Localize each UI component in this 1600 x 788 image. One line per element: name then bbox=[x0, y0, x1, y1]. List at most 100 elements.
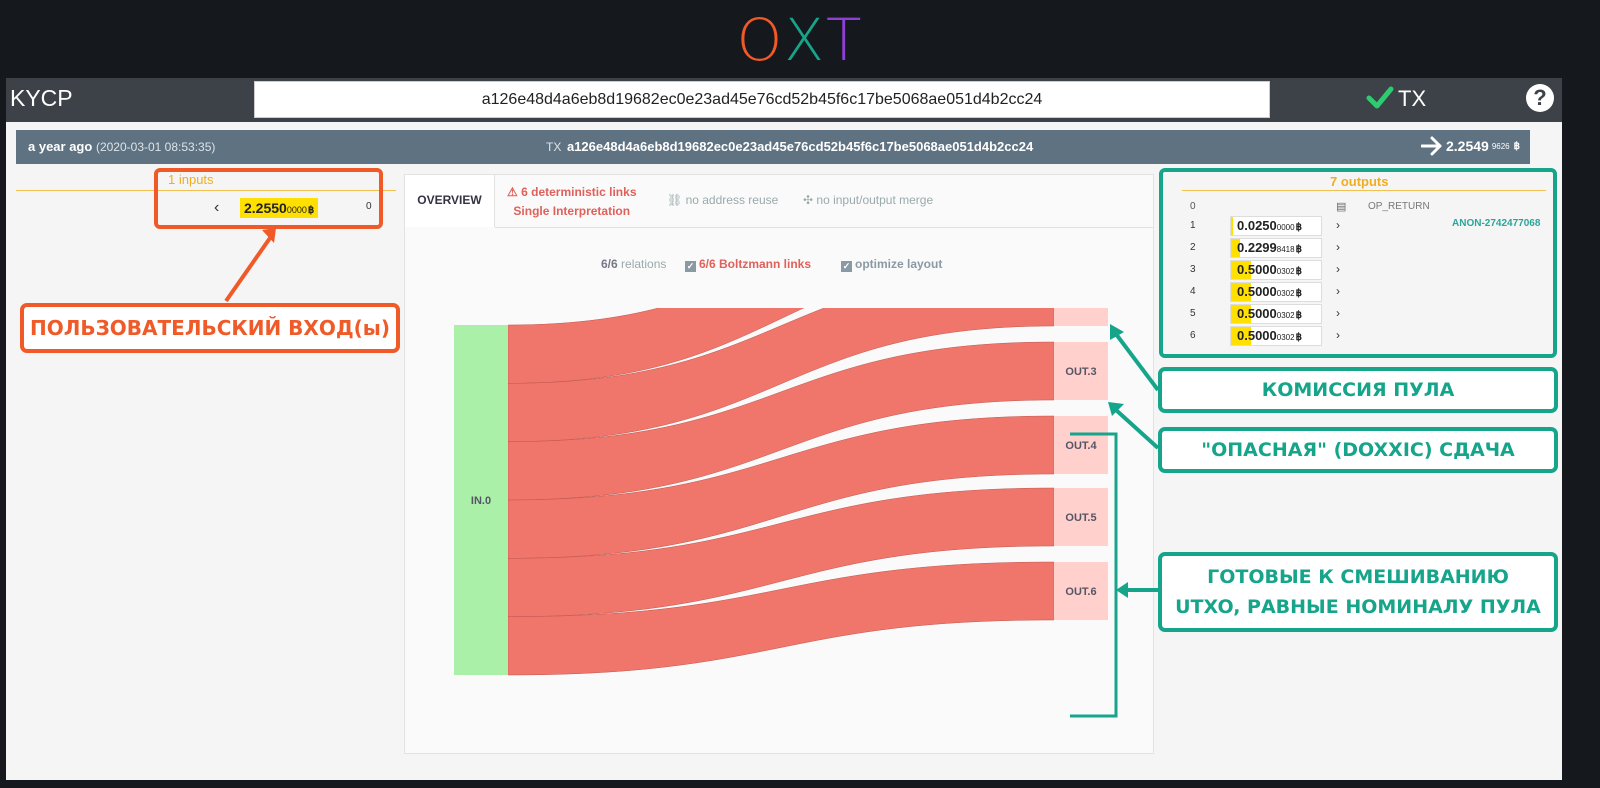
output-amount-fill bbox=[1231, 261, 1252, 279]
tx-age-text: a year ago bbox=[28, 139, 93, 154]
boltzmann-toggle[interactable]: ✓6/6 Boltzmann links bbox=[685, 257, 811, 272]
btc-icon: ฿ bbox=[1295, 222, 1302, 233]
inputs-title: 1 inputs bbox=[168, 172, 214, 187]
callout-pool-fee: КОМИССИЯ ПУЛА bbox=[1158, 367, 1558, 413]
transaction-bar: a year ago (2020-03-01 08:53:35) TX a126… bbox=[16, 130, 1530, 164]
search-input[interactable]: a126e48d4a6eb8d19682ec0e23ad45e76cd52b45… bbox=[254, 81, 1270, 118]
sankey-output-label: OUT.4 bbox=[1065, 440, 1097, 452]
no-merge-label: no input/output merge bbox=[816, 193, 934, 207]
anon-label[interactable]: ANON-2742477068 bbox=[1452, 218, 1541, 229]
no-address-reuse[interactable]: ⛓ no address reuse bbox=[667, 193, 778, 207]
logo-letter-o: O bbox=[736, 6, 785, 74]
output-amount: 0.50000302฿ bbox=[1237, 327, 1302, 347]
output-amount-box: 0.50000302฿ bbox=[1230, 304, 1322, 324]
sankey-input-node[interactable] bbox=[454, 325, 508, 675]
check-icon bbox=[1366, 86, 1394, 109]
sankey-output-label: OUT.6 bbox=[1065, 586, 1096, 598]
logo-letter-x: X bbox=[784, 6, 826, 74]
relations-number: 6/6 bbox=[601, 257, 618, 271]
output-amount-box: 0.22998418฿ bbox=[1230, 238, 1322, 258]
output-amount-main: 0.5000 bbox=[1237, 284, 1277, 299]
btc-icon: ฿ bbox=[1513, 140, 1520, 152]
link-icon: ⛓ bbox=[667, 193, 683, 207]
output-amount-small: 0302 bbox=[1276, 289, 1295, 298]
output-index: 6 bbox=[1190, 330, 1196, 341]
callout-user-inputs: ПОЛЬЗОВАТЕЛЬСКИЙ ВХОД(ы) bbox=[20, 303, 400, 353]
btc-icon: ฿ bbox=[1295, 288, 1302, 299]
outputs-divider bbox=[1182, 190, 1546, 191]
deterministic-links[interactable]: ⚠ 6 deterministic links Single Interpret… bbox=[507, 183, 637, 221]
app-title: KYCP bbox=[10, 85, 73, 111]
chevron-right-icon[interactable]: › bbox=[1336, 328, 1340, 342]
callout-ready-line2: UTXO, РАВНЫЕ НОМИНАЛУ ПУЛА bbox=[1175, 596, 1541, 618]
tab-overview[interactable]: OVERVIEW bbox=[405, 175, 495, 227]
btc-icon: ฿ bbox=[1295, 244, 1302, 255]
tx-id-value: a126e48d4a6eb8d19682ec0e23ad45e76cd52b45… bbox=[566, 139, 1034, 154]
output-index: 4 bbox=[1190, 286, 1196, 297]
chevron-right-icon[interactable]: › bbox=[1336, 284, 1340, 298]
output-amount-fill bbox=[1231, 239, 1241, 257]
chevron-left-icon[interactable]: ‹ bbox=[214, 199, 220, 216]
output-amount: 0.50000302฿ bbox=[1237, 283, 1302, 303]
output-index: 3 bbox=[1190, 264, 1196, 275]
chevron-right-icon[interactable]: › bbox=[1336, 306, 1340, 320]
tx-total-main: 2.2549 bbox=[1446, 138, 1489, 154]
output-row[interactable]: 4 0.50000302฿ › bbox=[1186, 282, 1546, 302]
btc-icon: ฿ bbox=[1295, 332, 1302, 343]
btc-icon: ฿ bbox=[1295, 266, 1302, 277]
chevron-right-icon[interactable]: › bbox=[1336, 218, 1340, 232]
outputs-title: 7 outputs bbox=[1330, 174, 1389, 189]
relations-count: 6/6 relations bbox=[601, 257, 666, 271]
warning-icon: ⚠ bbox=[507, 185, 518, 199]
callout-ready-utxo: ГОТОВЫЕ К СМЕШИВАНИЮ UTXO, РАВНЫЕ НОМИНА… bbox=[1158, 552, 1558, 632]
output-row[interactable]: 2 0.22998418฿ › bbox=[1186, 238, 1546, 258]
output-amount-small: 8418 bbox=[1276, 245, 1295, 254]
output-amount-fill bbox=[1231, 305, 1252, 323]
document-stack-icon: ▤ bbox=[1336, 201, 1347, 213]
callout-ready-line1: ГОТОВЫЕ К СМЕШИВАНИЮ bbox=[1207, 566, 1509, 588]
tx-type-label[interactable]: TX bbox=[1398, 86, 1427, 111]
sankey-output-node[interactable] bbox=[1054, 308, 1108, 326]
output-amount-main: 0.5000 bbox=[1237, 328, 1277, 343]
chevron-right-icon[interactable]: › bbox=[1336, 262, 1340, 276]
boltzmann-label: 6/6 Boltzmann links bbox=[699, 257, 812, 271]
tx-id[interactable]: TX a126e48d4a6eb8d19682ec0e23ad45e76cd52… bbox=[546, 139, 1033, 154]
sankey-output-label: OUT.3 bbox=[1065, 366, 1096, 378]
interpretation-label: Single Interpretation bbox=[513, 204, 631, 218]
chevron-right-icon[interactable]: › bbox=[1336, 240, 1340, 254]
output-amount-small: 0302 bbox=[1276, 333, 1295, 342]
tab-divider bbox=[495, 227, 1153, 228]
output-amount-box: 0.02500000฿ bbox=[1230, 216, 1322, 236]
tx-date: (2020-03-01 08:53:35) bbox=[95, 140, 216, 154]
inputs-highlight-box bbox=[154, 168, 383, 229]
btc-icon: ฿ bbox=[307, 205, 315, 216]
deterministic-links-label: 6 deterministic links bbox=[521, 185, 637, 199]
no-input-output-merge[interactable]: ✣ no input/output merge bbox=[803, 193, 933, 207]
checkbox-icon[interactable]: ✓ bbox=[841, 261, 852, 272]
oxt-logo: OXT bbox=[0, 8, 1600, 72]
relations-label: relations bbox=[621, 257, 667, 271]
optimize-layout-toggle[interactable]: ✓optimize layout bbox=[841, 257, 942, 272]
output-amount-fill bbox=[1231, 327, 1252, 345]
help-icon[interactable]: ? bbox=[1526, 84, 1554, 112]
output-row[interactable]: 6 0.50000302฿ › bbox=[1186, 326, 1546, 346]
sankey-output-node[interactable] bbox=[1054, 342, 1108, 400]
checkbox-icon[interactable]: ✓ bbox=[685, 261, 696, 272]
output-amount-main: 0.2299 bbox=[1237, 240, 1277, 255]
sankey-link[interactable] bbox=[507, 308, 1054, 384]
output-amount-main: 0.5000 bbox=[1237, 306, 1277, 321]
no-address-reuse-label: no address reuse bbox=[685, 193, 779, 207]
sankey-input-label: IN.0 bbox=[471, 495, 491, 507]
output-index: 2 bbox=[1190, 242, 1196, 253]
output-amount-main: 0.5000 bbox=[1237, 262, 1277, 277]
merge-icon: ✣ bbox=[803, 193, 814, 207]
optimize-label: optimize layout bbox=[855, 257, 943, 271]
output-amount: 0.02500000฿ bbox=[1237, 217, 1302, 237]
callout-toxic-change: "ОПАСНАЯ" (DOXXIC) СДАЧА bbox=[1158, 427, 1558, 473]
